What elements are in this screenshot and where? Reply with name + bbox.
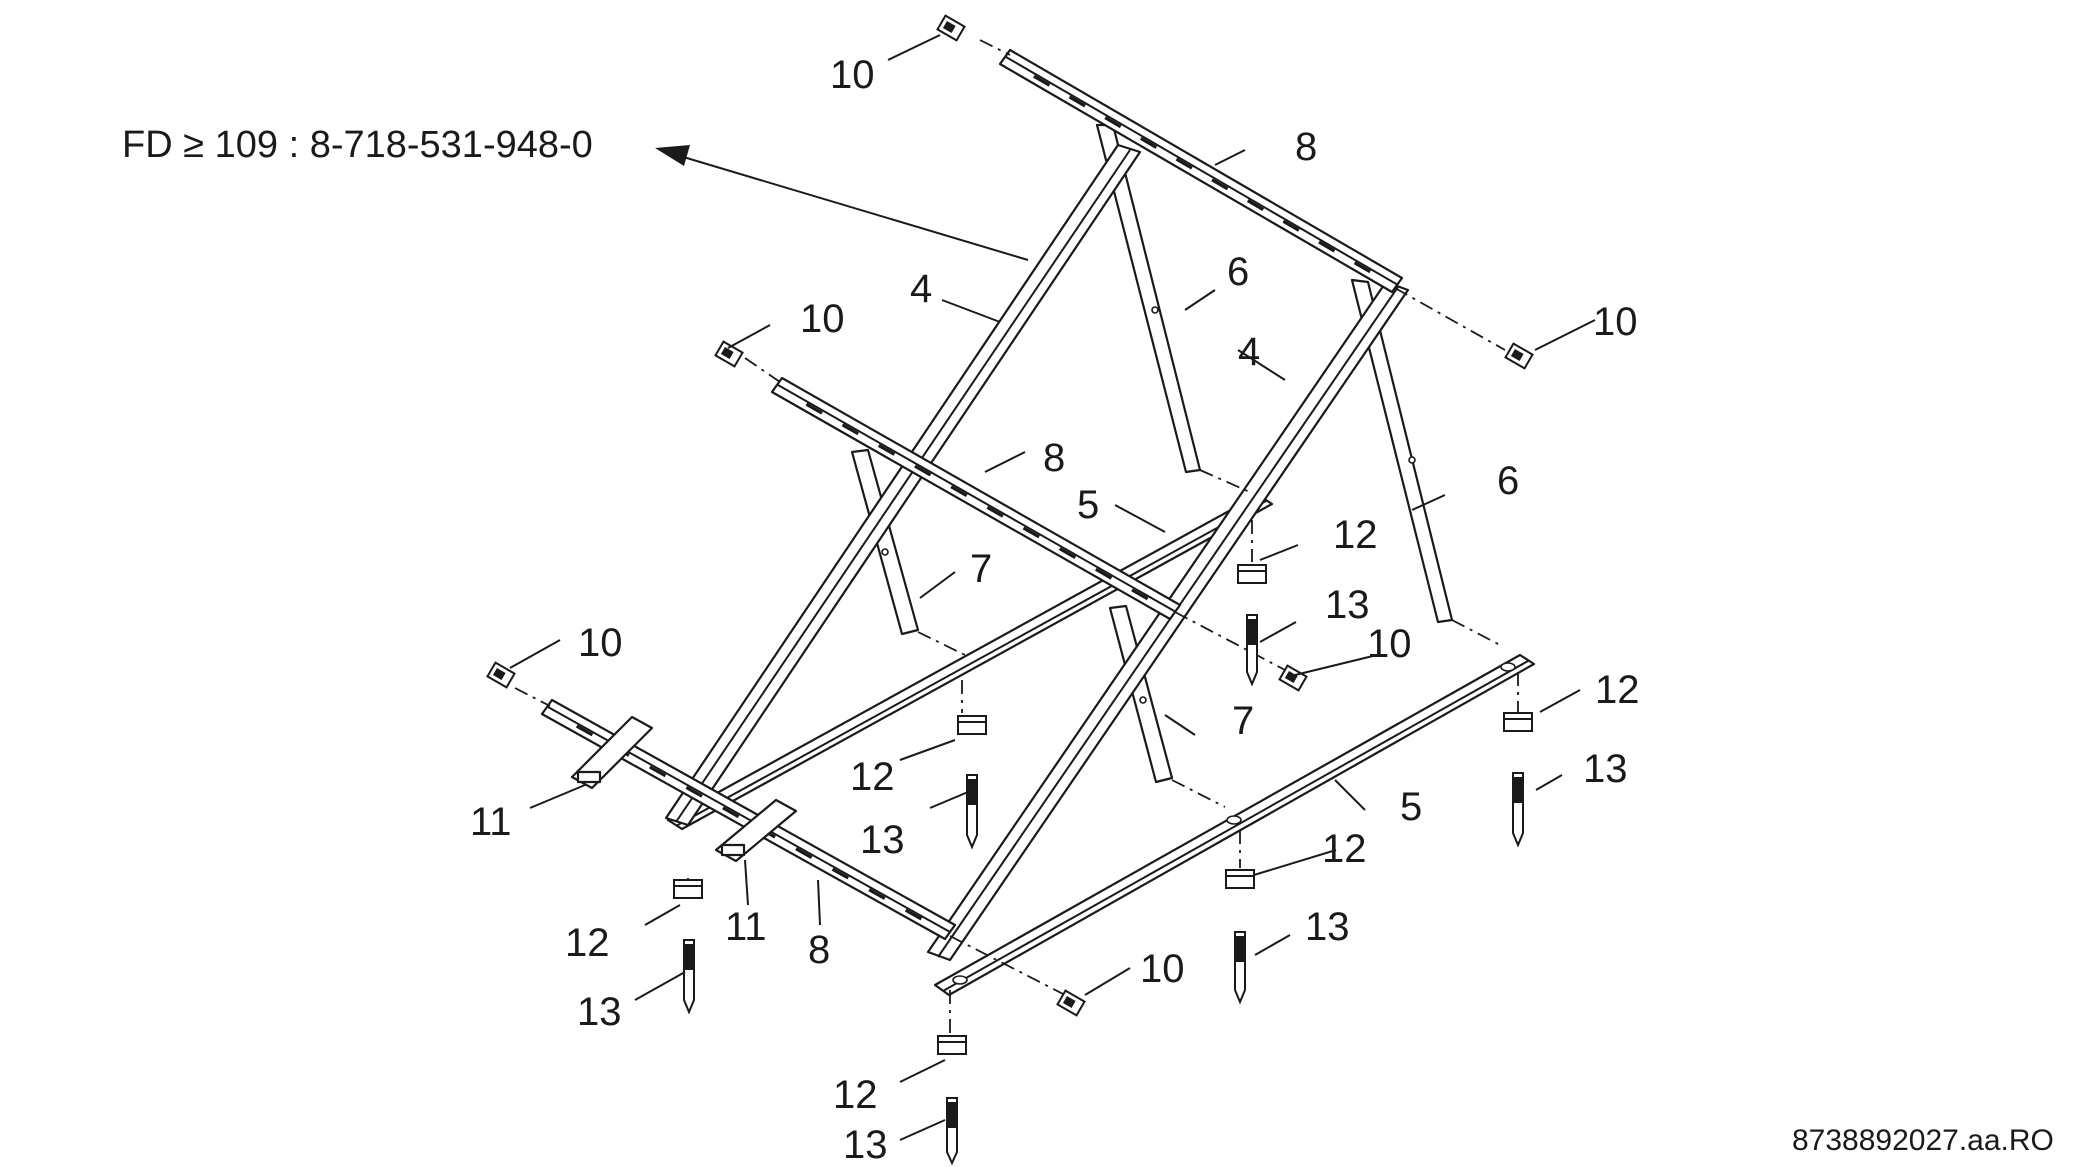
rail-slot (914, 464, 932, 477)
ballast-bracket-right (714, 798, 798, 863)
rail-slot (1058, 547, 1077, 559)
rail-slot (1139, 137, 1158, 149)
label-ballast-bracket-right: 11 (725, 905, 767, 949)
ballast-bracket-left (570, 715, 654, 790)
end-clamp-bottom-left (486, 661, 516, 689)
end-clamp-middle-right (1278, 664, 1308, 692)
foot-block-3 (1237, 564, 1267, 584)
end-clamp-middle-left (714, 340, 744, 368)
label-cross-rail-top: 8 (1295, 125, 1317, 169)
rail-slot (805, 402, 823, 415)
rail-slot (1211, 178, 1229, 191)
cross-rail-middle (770, 376, 1182, 621)
label-ground-peg-4: 13 (1583, 747, 1628, 791)
label-foot-block-5: 12 (1322, 827, 1367, 871)
note-text: FD ≥ 109 : 8-718-531-948-0 (122, 124, 593, 166)
end-clamp-top-right (1504, 342, 1534, 370)
rail-slot (1033, 74, 1051, 87)
ground-peg-4 (1512, 772, 1524, 848)
foot-block-4 (1503, 712, 1533, 732)
rail-slot (1068, 95, 1086, 108)
rail-slot (841, 423, 859, 436)
label-front-leg-left: 7 (970, 547, 992, 591)
cross-rail-top (998, 48, 1404, 294)
label-back-leg-right: 6 (1497, 459, 1519, 503)
note-arrow-icon (655, 145, 690, 166)
label-ground-peg-3: 13 (1325, 583, 1370, 627)
document-id: 8738892027.aa.RO (1792, 1124, 2054, 1157)
end-clamp-bottom-right (1056, 989, 1086, 1017)
ground-peg-5 (1234, 931, 1246, 1005)
rail-slot (1246, 199, 1265, 211)
label-ground-peg-2: 13 (860, 818, 905, 862)
label-rear-strut-right: 4 (1238, 330, 1260, 374)
front-leg-right (1108, 604, 1174, 784)
note-callout: FD ≥ 109 : 8-718-531-948-0 (122, 124, 1029, 261)
rail-slot (868, 888, 886, 900)
rear-strut-right (926, 280, 1410, 962)
rail-slot (795, 847, 813, 859)
label-end-clamp-bottom-left: 10 (578, 621, 623, 665)
rail-slot (831, 867, 849, 880)
rail-slot (649, 765, 667, 778)
ground-peg-3 (1246, 614, 1258, 687)
label-foot-block-6: 12 (833, 1073, 878, 1117)
label-front-leg-right: 7 (1232, 699, 1254, 743)
label-ground-peg-5: 13 (1305, 905, 1350, 949)
label-rear-strut-left: 4 (910, 267, 932, 311)
front-leg-left (850, 448, 920, 636)
foot-block-2 (957, 715, 987, 735)
label-foot-block-2: 12 (850, 755, 895, 799)
rail-slot (950, 485, 968, 498)
label-cross-rail-middle: 8 (1043, 436, 1065, 480)
foot-block-1 (673, 879, 703, 899)
leader-lines (509, 34, 1596, 1141)
rail-slot (1318, 240, 1336, 253)
rail-slot (1131, 588, 1149, 601)
label-foot-block-4: 12 (1595, 668, 1640, 712)
label-ground-peg-1: 13 (577, 990, 622, 1034)
ground-peg-1 (683, 939, 695, 1015)
rail-slot (722, 806, 740, 819)
label-ballast-bracket-left: 11 (470, 800, 512, 844)
rail-slot (877, 444, 896, 456)
label-base-rail-rear: 5 (1077, 483, 1099, 527)
label-back-leg-left: 6 (1227, 250, 1249, 294)
assembly-guide-lines (514, 39, 1519, 1035)
part-labels: 10 8 6 4 10 4 10 8 5 6 7 12 13 10 10 12 … (470, 53, 1640, 1167)
label-base-rail-front: 5 (1400, 785, 1422, 829)
label-end-clamp-bottom-right: 10 (1140, 947, 1185, 991)
rail-slot (1175, 157, 1193, 170)
foot-block-5 (1225, 869, 1255, 889)
label-end-clamp-middle-right: 10 (1367, 622, 1412, 666)
rail-slot (1095, 567, 1113, 580)
ground-peg-6 (946, 1097, 958, 1166)
base-rail-front (933, 653, 1536, 997)
label-end-clamp-top-right: 10 (1593, 300, 1638, 344)
rail-slot (1353, 261, 1371, 274)
end-clamp-top-left (936, 14, 966, 42)
label-ground-peg-6: 13 (843, 1123, 888, 1167)
label-end-clamp-middle-left: 10 (800, 297, 845, 341)
rail-slot (685, 786, 703, 798)
rail-slot (986, 505, 1004, 518)
foot-block-6 (937, 1035, 967, 1055)
rail-slot (904, 908, 923, 921)
rail-slot (1282, 219, 1300, 232)
rail-slot (575, 724, 594, 737)
label-foot-block-1: 12 (565, 921, 610, 965)
rail-slot (1022, 526, 1040, 539)
rear-strut-left (664, 143, 1142, 827)
label-foot-block-3: 12 (1333, 513, 1378, 557)
ground-peg-2 (966, 774, 978, 850)
label-end-clamp-top-left: 10 (830, 53, 875, 97)
rail-slot (1104, 116, 1122, 129)
label-cross-rail-bottom: 8 (808, 928, 830, 972)
